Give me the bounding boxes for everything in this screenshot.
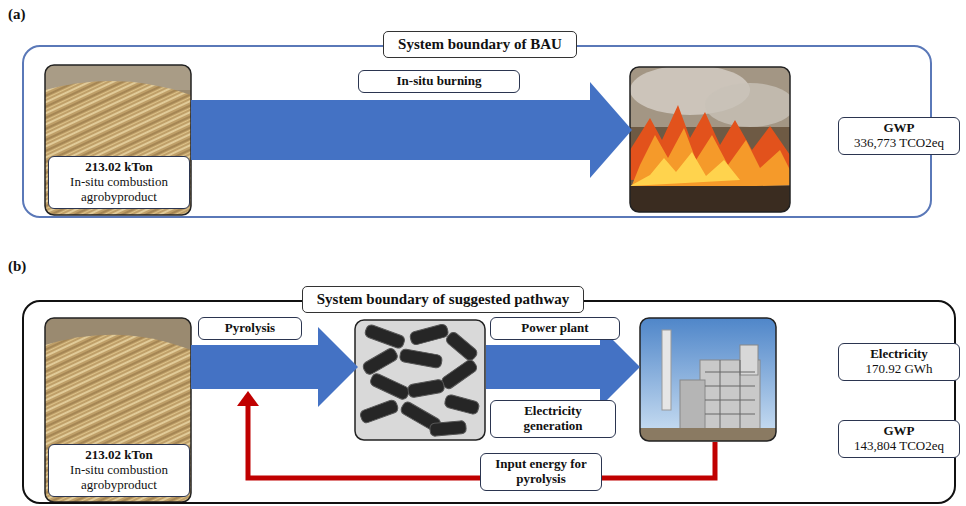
boundary-title: System boundary of suggested pathway <box>302 286 585 313</box>
label-box: Input energy for pyrolysis <box>480 453 602 491</box>
feedback-arrow <box>237 391 715 478</box>
box-heading: GWP <box>844 424 954 439</box>
box-heading: Electricity generation <box>496 404 610 434</box>
box-value: 336,773 TCO2eq <box>844 136 954 151</box>
label-box: In-situ burning <box>358 70 520 93</box>
label-box: Pyrolysis <box>198 317 302 340</box>
pellet-photo <box>355 320 485 440</box>
label-box: Electricity170.92 GWh <box>838 343 960 381</box>
straw-photo <box>45 318 191 502</box>
flow-arrow <box>191 82 632 178</box>
panel-letter: (b) <box>8 258 26 275</box>
box-value: In-situ combustion agrobyproduct <box>54 175 184 205</box>
box-heading: 213.02 kTon <box>54 160 184 175</box>
power-plant-photo <box>640 318 776 441</box>
label-box: 213.02 kTonIn-situ combustion agrobyprod… <box>48 444 190 497</box>
box-heading: 213.02 kTon <box>54 448 184 463</box>
label-box: GWP336,773 TCO2eq <box>838 117 960 155</box>
system-boundary: System boundary of BAU213.02 kTonIn-situ… <box>22 45 932 218</box>
box-value: 143,804 TCO2eq <box>844 439 954 454</box>
box-value: In-situ combustion agrobyproduct <box>54 463 184 493</box>
box-heading: Power plant <box>496 321 614 336</box>
box-heading: Electricity <box>844 347 954 362</box>
box-heading: Pyrolysis <box>204 321 296 336</box>
system-boundary: System boundary of suggested pathway213.… <box>22 300 956 504</box>
boundary-title: System boundary of BAU <box>383 31 577 58</box>
straw-photo <box>45 65 191 215</box>
label-box: 213.02 kTonIn-situ combustion agrobyprod… <box>48 156 190 209</box>
box-heading: Input energy for pyrolysis <box>486 457 596 487</box>
box-heading: GWP <box>844 121 954 136</box>
label-box: Electricity generation <box>490 400 616 438</box>
label-box: Power plant <box>490 317 620 340</box>
box-value: 170.92 GWh <box>844 362 954 377</box>
label-box: GWP143,804 TCO2eq <box>838 420 960 458</box>
fire-photo <box>630 67 790 212</box>
panel-letter: (a) <box>8 6 26 23</box>
box-heading: In-situ burning <box>364 74 514 89</box>
